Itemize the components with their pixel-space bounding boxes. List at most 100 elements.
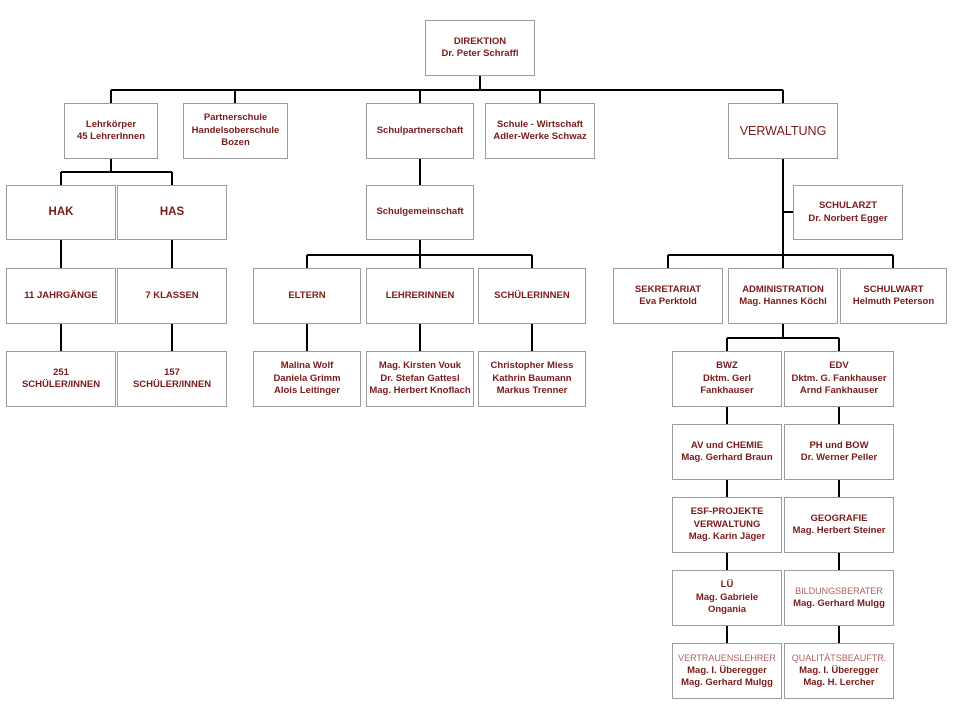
schulpartnerschaft-box: Schulpartnerschaft — [366, 103, 474, 159]
vertrauenslehrer-line-2: Mag. I. Überegger — [687, 664, 767, 676]
schule-wirtschaft-line-1: Schule - Wirtschaft — [497, 118, 583, 130]
hak-schueler-line-1: 251 — [53, 366, 69, 378]
hak-box: HAK — [6, 185, 116, 240]
geografie-line-1: GEOGRAFIE — [810, 512, 868, 524]
eltern-names-line-2: Daniela Grimm — [273, 372, 341, 384]
lehrkoerper-line-2: 45 LehrerInnen — [76, 131, 146, 142]
lehrer-names-line-3: Mag. Herbert Knoflach — [369, 385, 471, 397]
qualitaet-line-3: Mag. H. Lercher — [803, 676, 875, 688]
lue-line-2: Mag. Gabriele — [695, 591, 759, 603]
lue-line-1: LÜ — [720, 579, 734, 591]
ph-bow-line-1: PH und BOW — [809, 439, 869, 451]
eltern-names-line-3: Alois Leitinger — [274, 385, 340, 397]
schulgemeinschaft-box: Schulgemeinschaft — [366, 185, 474, 240]
lue-line-3: Ongania — [707, 604, 746, 616]
eltern-names-line-1: Malina Wolf — [280, 360, 334, 372]
has-line-1: HAS — [159, 206, 185, 219]
lehrerinnen-line-1: LEHRERINNEN — [385, 289, 455, 301]
qualitaet-line-1: QUALITÄTSBEAUFTR. — [791, 652, 887, 663]
schule-wirtschaft-line-2: Adler-Werke Schwaz — [493, 131, 587, 142]
verwaltung-line-1: VERWALTUNG — [739, 123, 827, 138]
schuelerinnen-line-1: SCHÜLERINNEN — [494, 289, 570, 301]
sekretariat-line-2: Eva Perktold — [639, 296, 697, 307]
partnerschule-line-3: Bozen — [221, 137, 250, 149]
schulpartnerschaft-line-1: Schulpartnerschaft — [376, 124, 464, 136]
klassen-box: 7 KLASSEN — [117, 268, 227, 324]
klassen-line-1: 7 KLASSEN — [145, 289, 199, 301]
lehrerinnen-box: LEHRERINNEN — [366, 268, 474, 324]
av-chemie-line-1: AV und CHEMIE — [690, 439, 764, 451]
jahrgaenge-box: 11 JAHRGÄNGE — [6, 268, 116, 324]
bildungsberater-line-2: Mag. Gerhard Mulgg — [793, 597, 885, 609]
av-chemie-line-2: Mag. Gerhard Braun — [681, 452, 773, 463]
schulgemeinschaft-line-1: Schulgemeinschaft — [376, 206, 464, 218]
has-box: HAS — [117, 185, 227, 240]
esf-line-2: VERWALTUNG — [693, 518, 761, 530]
eltern-box: ELTERN — [253, 268, 361, 324]
schulwart-line-2: Helmuth Peterson — [852, 296, 935, 307]
schueler-names-line-3: Markus Trenner — [496, 385, 568, 397]
edv-line-1: EDV — [829, 360, 849, 372]
hak-schueler-line-2: SCHÜLER/INNEN — [21, 379, 101, 390]
direktion-line-1: DIREKTION — [453, 35, 507, 47]
has-schueler-line-2: SCHÜLER/INNEN — [132, 379, 212, 390]
bwz-line-3: Fankhauser — [700, 385, 754, 397]
bwz-line-1: BWZ — [716, 360, 738, 372]
geografie-line-2: Mag. Herbert Steiner — [792, 525, 886, 536]
edv-line-3: Arnd Fankhauser — [799, 385, 879, 397]
hak-line-1: HAK — [48, 206, 74, 219]
lehrer-names-line-1: Mag. Kirsten Vouk — [378, 360, 462, 372]
vertrauenslehrer-line-1: VERTRAUENSLEHRER — [678, 652, 776, 663]
vertrauenslehrer-line-3: Mag. Gerhard Mulgg — [681, 676, 773, 688]
bwz-line-2: Dktm. Gerl — [702, 372, 752, 384]
has-schueler-line-1: 157 — [164, 366, 180, 378]
partnerschule-line-1: Partnerschule — [203, 112, 268, 124]
qualitaet-line-2: Mag. I. Überegger — [799, 664, 879, 676]
schulwart-line-1: SCHULWART — [863, 283, 924, 295]
direktion-line-2: Dr. Peter Schraffl — [441, 48, 519, 59]
lehrkoerper-line-1: Lehrkörper — [85, 118, 137, 130]
partnerschule-line-2: Handelsoberschule — [191, 124, 280, 136]
lehrer-names-line-2: Dr. Stefan Gattesl — [380, 372, 460, 384]
edv-line-2: Dktm. G. Fankhauser — [791, 372, 887, 384]
ph-bow-line-2: Dr. Werner Peller — [800, 452, 878, 463]
esf-line-3: Mag. Karin Jäger — [688, 531, 766, 543]
schularzt-line-2: Dr. Norbert Egger — [808, 212, 888, 224]
sekretariat-line-1: SEKRETARIAT — [634, 283, 702, 295]
administration-line-2: Mag. Hannes Köchl — [739, 296, 827, 307]
schuelerinnen-box: SCHÜLERINNEN — [478, 268, 586, 324]
schularzt-line-1: SCHULARZT — [818, 200, 878, 212]
schueler-names-line-1: Christopher Miess — [490, 360, 574, 372]
jahrgaenge-line-1: 11 JAHRGÄNGE — [24, 289, 98, 301]
administration-line-1: ADMINISTRATION — [742, 283, 824, 295]
esf-line-1: ESF-PROJEKTE — [690, 506, 764, 518]
verwaltung-box: VERWALTUNG — [728, 103, 838, 159]
schueler-names-line-2: Kathrin Baumann — [492, 372, 572, 384]
eltern-line-1: ELTERN — [288, 289, 326, 301]
